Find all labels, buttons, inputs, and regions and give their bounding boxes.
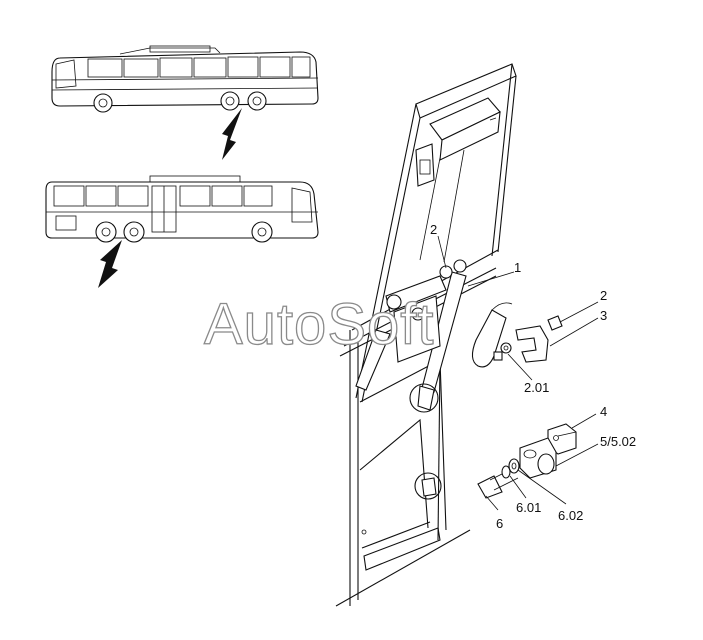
bracket-part-3 bbox=[500, 315, 563, 363]
arrow-upper bbox=[222, 108, 242, 160]
city-bus-side-view bbox=[45, 175, 319, 243]
callout-4: 4 bbox=[600, 404, 607, 419]
leader-lines bbox=[437, 235, 599, 511]
callout-2-top: 2 bbox=[430, 222, 437, 237]
callout-1: 1 bbox=[514, 260, 521, 275]
callout-3: 3 bbox=[600, 308, 607, 323]
callout-6: 6 bbox=[496, 516, 503, 531]
flap-assembly bbox=[335, 63, 517, 607]
callout-6-02: 6.02 bbox=[558, 508, 583, 523]
callout-2-right: 2 bbox=[600, 288, 607, 303]
callout-2-01: 2.01 bbox=[524, 380, 549, 395]
watermark-text: AutoSoft bbox=[204, 292, 434, 357]
coach-side-view bbox=[51, 45, 319, 113]
callout-6-01: 6.01 bbox=[516, 500, 541, 515]
bracket-part-5 bbox=[519, 437, 557, 479]
callout-5-5-02: 5/5.02 bbox=[600, 434, 636, 449]
arrow-lower bbox=[98, 240, 122, 288]
bolt-part-6 bbox=[477, 458, 520, 499]
